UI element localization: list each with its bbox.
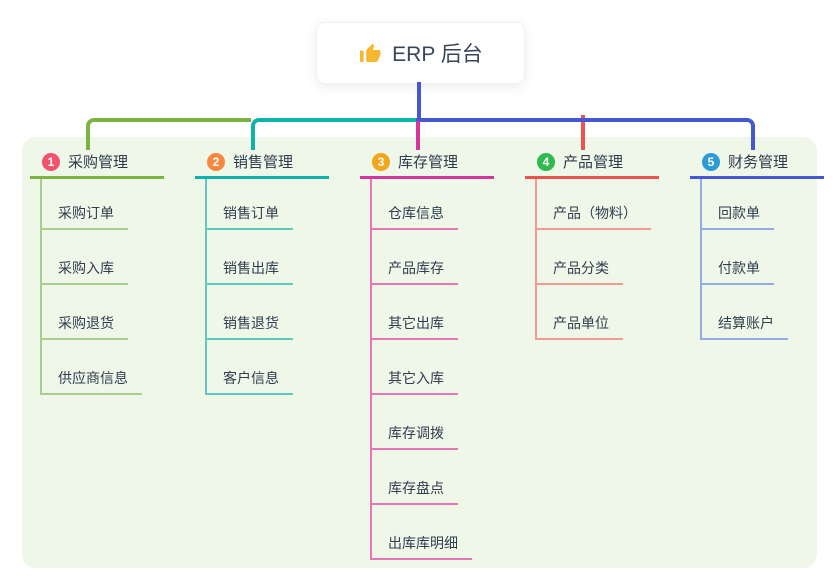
child-node-label: 出库库明细: [388, 535, 458, 551]
branch-badge: 3: [372, 152, 390, 171]
thumbs-up-icon: [358, 41, 382, 65]
root-node[interactable]: ERP 后台: [316, 22, 525, 84]
child-node-label: 仓库信息: [388, 205, 444, 221]
child-node-label: 采购退货: [58, 315, 114, 331]
connector-branch-3-drop: [416, 121, 420, 150]
connector-children-line: [535, 179, 537, 340]
connector-root-vertical: [417, 82, 421, 120]
branch-node[interactable]: 3 库存管理: [360, 147, 494, 179]
child-node[interactable]: 结算账户: [700, 312, 788, 340]
child-node[interactable]: 采购订单: [40, 202, 128, 230]
child-node-label: 采购订单: [58, 205, 114, 221]
child-node[interactable]: 产品库存: [370, 257, 458, 285]
branches-panel: [22, 137, 817, 568]
branch-node[interactable]: 2 销售管理: [195, 147, 329, 179]
child-node[interactable]: 回款单: [700, 202, 774, 230]
child-node[interactable]: 采购退货: [40, 312, 128, 340]
child-node-label: 付款单: [718, 260, 760, 276]
child-node[interactable]: 产品分类: [535, 257, 623, 285]
child-node-label: 其它入库: [388, 370, 444, 386]
connector-children-line: [700, 179, 702, 340]
child-node[interactable]: 其它出库: [370, 312, 458, 340]
child-node-label: 回款单: [718, 205, 760, 221]
child-node-label: 库存盘点: [388, 480, 444, 496]
child-node-label: 产品库存: [388, 260, 444, 276]
child-node-label: 结算账户: [718, 315, 774, 331]
branch-label: 采购管理: [68, 154, 129, 171]
child-node-label: 产品单位: [553, 315, 609, 331]
branch-label: 财务管理: [728, 154, 789, 171]
child-node[interactable]: 付款单: [700, 257, 774, 285]
child-node[interactable]: 供应商信息: [40, 367, 142, 395]
connector-children-line: [205, 179, 207, 395]
root-node-label: ERP 后台: [392, 43, 483, 66]
child-node-label: 销售出库: [223, 260, 279, 276]
child-node-label: 销售订单: [223, 205, 279, 221]
child-node-label: 采购入库: [58, 260, 114, 276]
child-node[interactable]: 库存盘点: [370, 477, 458, 505]
branch-node[interactable]: 4 产品管理: [525, 147, 659, 179]
child-node-label: 库存调拨: [388, 425, 444, 441]
child-node-label: 产品（物料）: [553, 205, 637, 221]
child-node[interactable]: 销售退货: [205, 312, 293, 340]
child-node[interactable]: 库存调拨: [370, 422, 458, 450]
child-node[interactable]: 销售订单: [205, 202, 293, 230]
branch-node[interactable]: 1 采购管理: [30, 147, 164, 179]
connector-branch-2: [251, 118, 416, 150]
connector-children-line: [40, 179, 42, 395]
child-node[interactable]: 其它入库: [370, 367, 458, 395]
child-node[interactable]: 出库库明细: [370, 532, 472, 560]
child-node-label: 客户信息: [223, 370, 279, 386]
child-node[interactable]: 产品单位: [535, 312, 623, 340]
child-node-label: 销售退货: [223, 315, 279, 331]
child-node-label: 其它出库: [388, 315, 444, 331]
child-node[interactable]: 仓库信息: [370, 202, 458, 230]
child-node-label: 产品分类: [553, 260, 609, 276]
connector-branch-1: [86, 118, 251, 150]
branch-node[interactable]: 5 财务管理: [690, 147, 824, 179]
branch-label: 库存管理: [398, 154, 459, 171]
child-node[interactable]: 客户信息: [205, 367, 293, 395]
connector-branch-4-drop: [581, 115, 585, 150]
branch-badge: 4: [537, 152, 555, 171]
branch-label: 销售管理: [233, 154, 294, 171]
child-node[interactable]: 销售出库: [205, 257, 293, 285]
child-node[interactable]: 采购入库: [40, 257, 128, 285]
child-node[interactable]: 产品（物料）: [535, 202, 651, 230]
branch-badge: 2: [207, 152, 225, 171]
branch-label: 产品管理: [563, 154, 624, 171]
connector-branch-5: [416, 118, 755, 150]
branch-badge: 1: [42, 152, 60, 171]
branch-badge: 5: [702, 152, 720, 171]
connector-children-line: [370, 179, 372, 560]
child-node-label: 供应商信息: [58, 370, 128, 386]
